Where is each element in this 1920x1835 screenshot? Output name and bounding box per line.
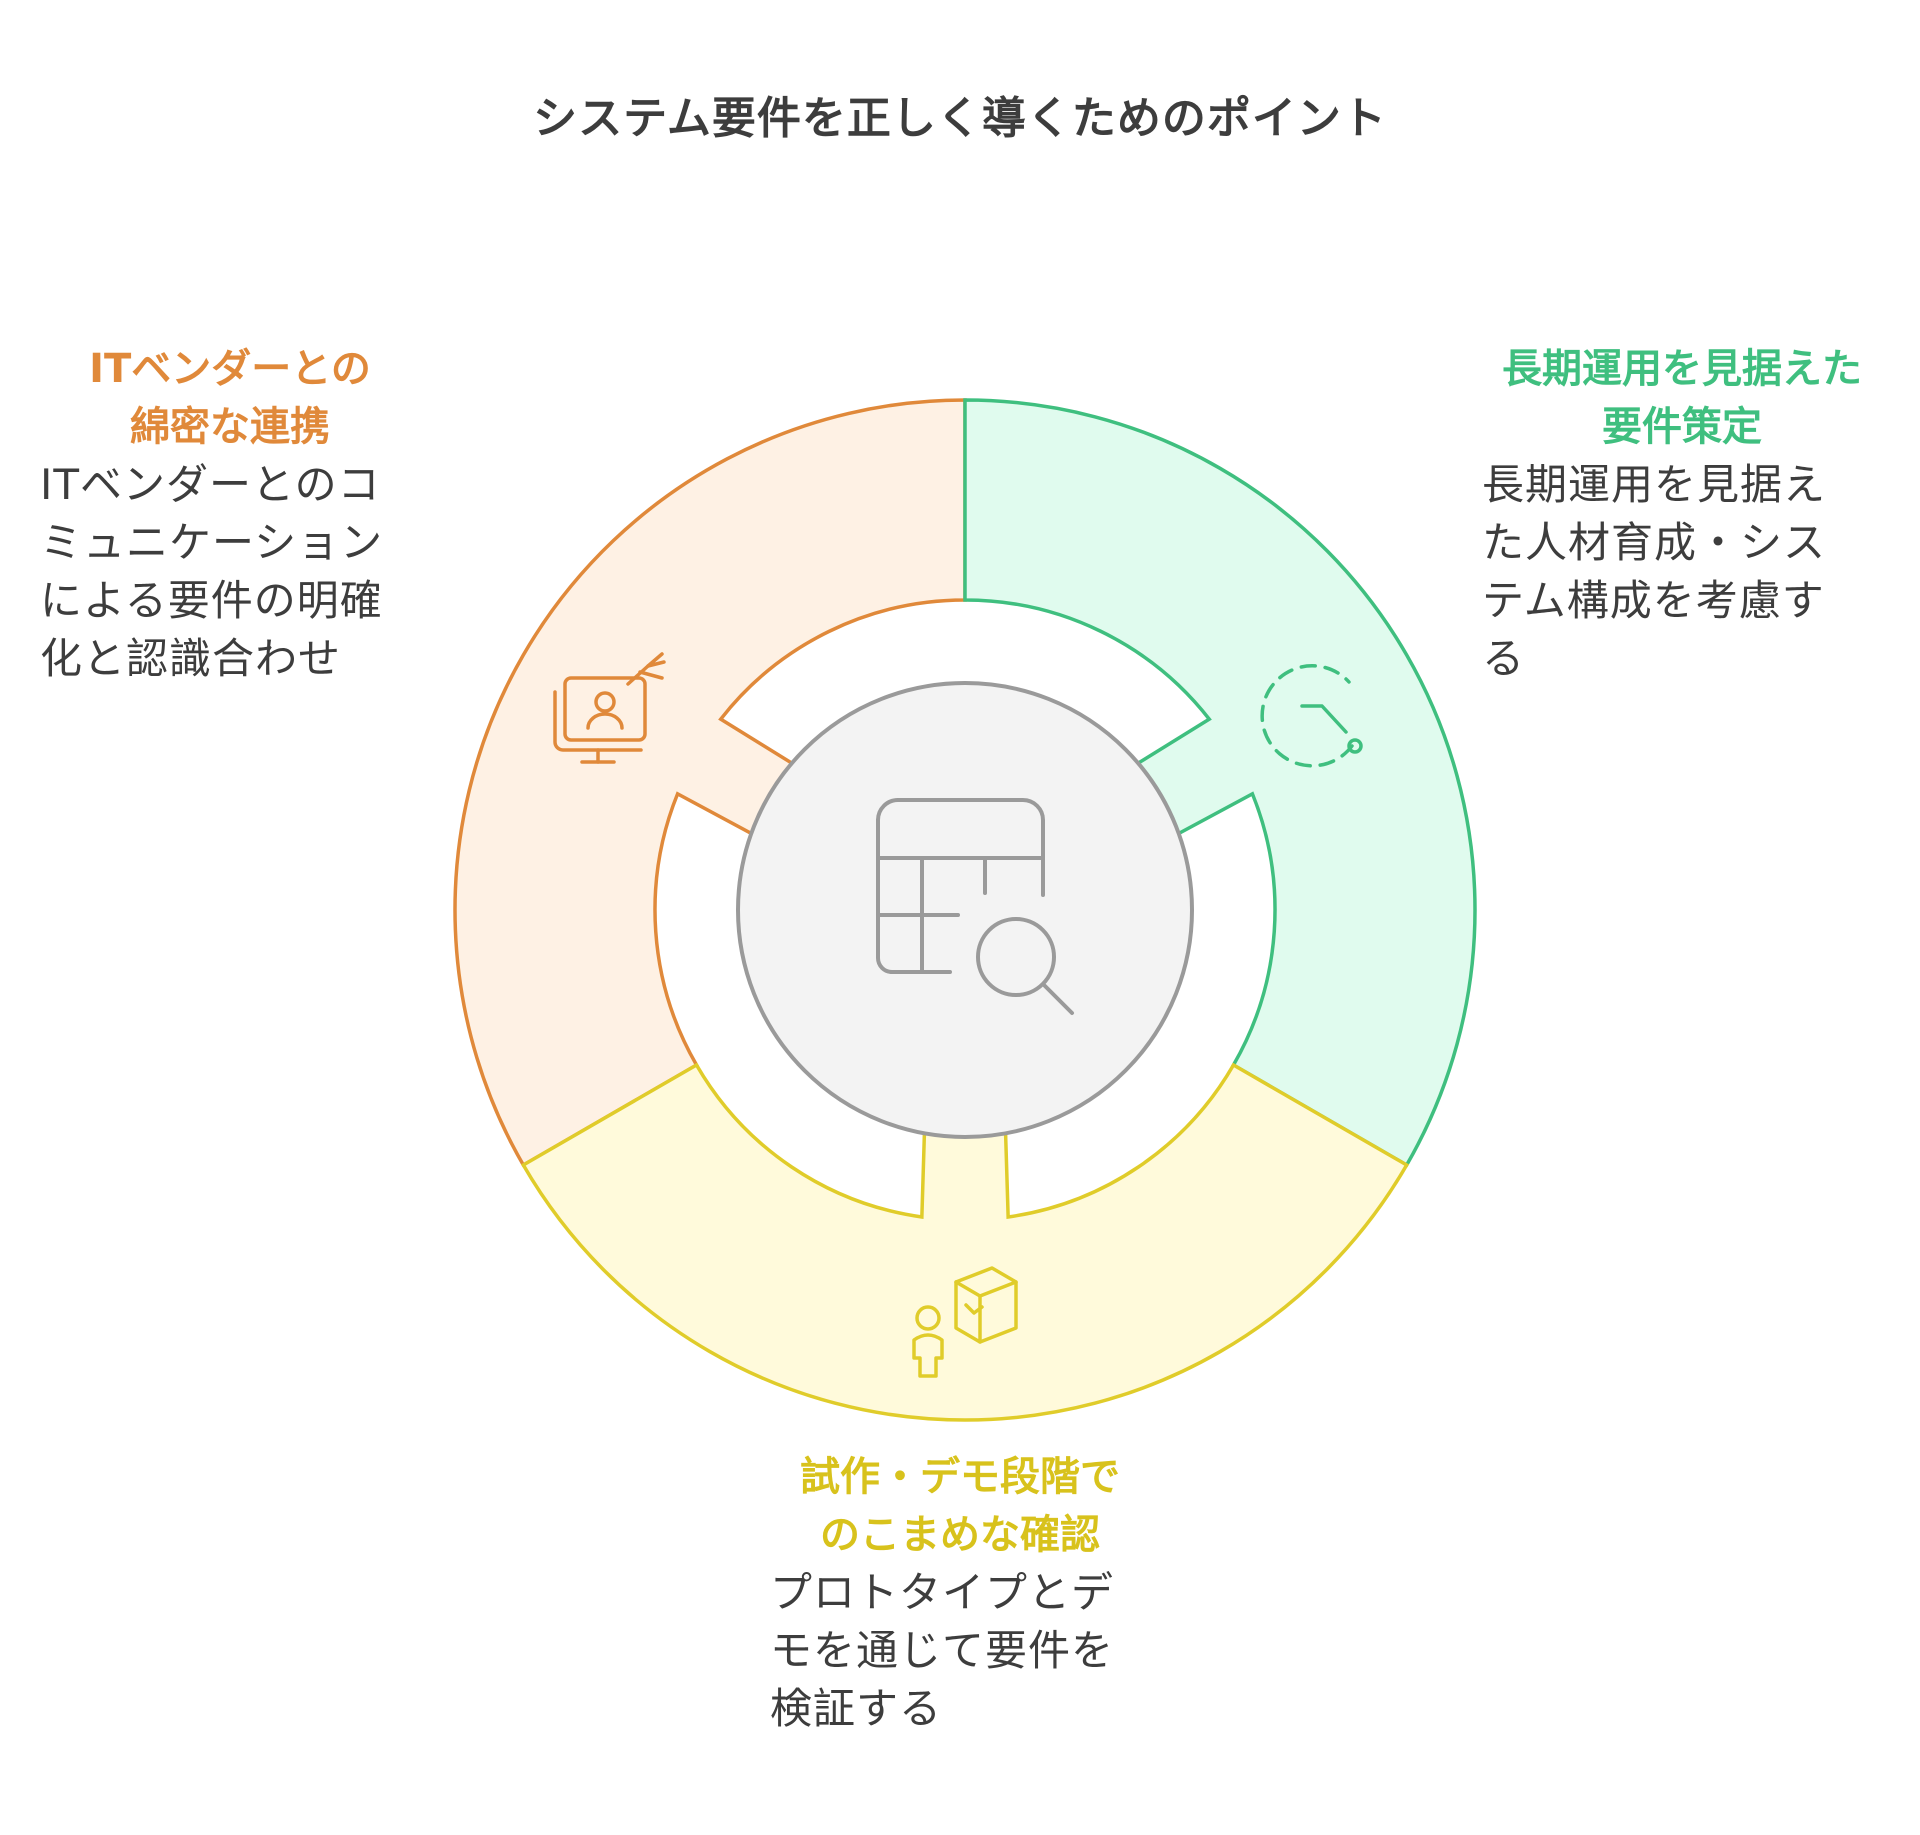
person-with-box-icon <box>912 1266 1018 1378</box>
page-title: システム要件を正しく導くためのポイント <box>533 93 1387 144</box>
table-search-icon <box>876 798 1074 1015</box>
segment-orange-heading: ITベンダーとの 綿密な連携 <box>89 346 371 450</box>
segment-orange-text: ITベンダーとの 綿密な連携 ITベンダーとのコ ミュニケーション による要件の… <box>40 340 460 688</box>
segment-green-heading: 長期運用を見据えた 要件策定 <box>1502 346 1862 450</box>
segment-green-text: 長期運用を見据えた 要件策定 長期運用を見据え た人材育成・シス テム構成を考慮… <box>1462 340 1902 688</box>
center-circle <box>736 681 1194 1139</box>
segment-green-description: 長期運用を見据え た人材育成・シス テム構成を考慮す る <box>1482 460 1827 683</box>
segment-green <box>963 398 1477 1168</box>
monitor-presentation-icon <box>553 652 666 764</box>
clock-timeline-icon <box>1260 664 1363 768</box>
segment-yellow-heading: 試作・デモ段階で のこまめな確認 <box>800 1454 1120 1558</box>
segment-yellow-description: プロトタイプとデ モを通じて要件を 検証する <box>770 1568 1115 1733</box>
segment-orange-description: ITベンダーとのコ ミュニケーション による要件の明確 化と認識合わせ <box>40 460 384 683</box>
segment-yellow-text: 試作・デモ段階で のこまめな確認 プロトタイプとデ モを通じて要件を 検証する <box>770 1448 1190 1738</box>
segment-yellow <box>520 1062 1410 1422</box>
segment-orange <box>453 398 967 1168</box>
